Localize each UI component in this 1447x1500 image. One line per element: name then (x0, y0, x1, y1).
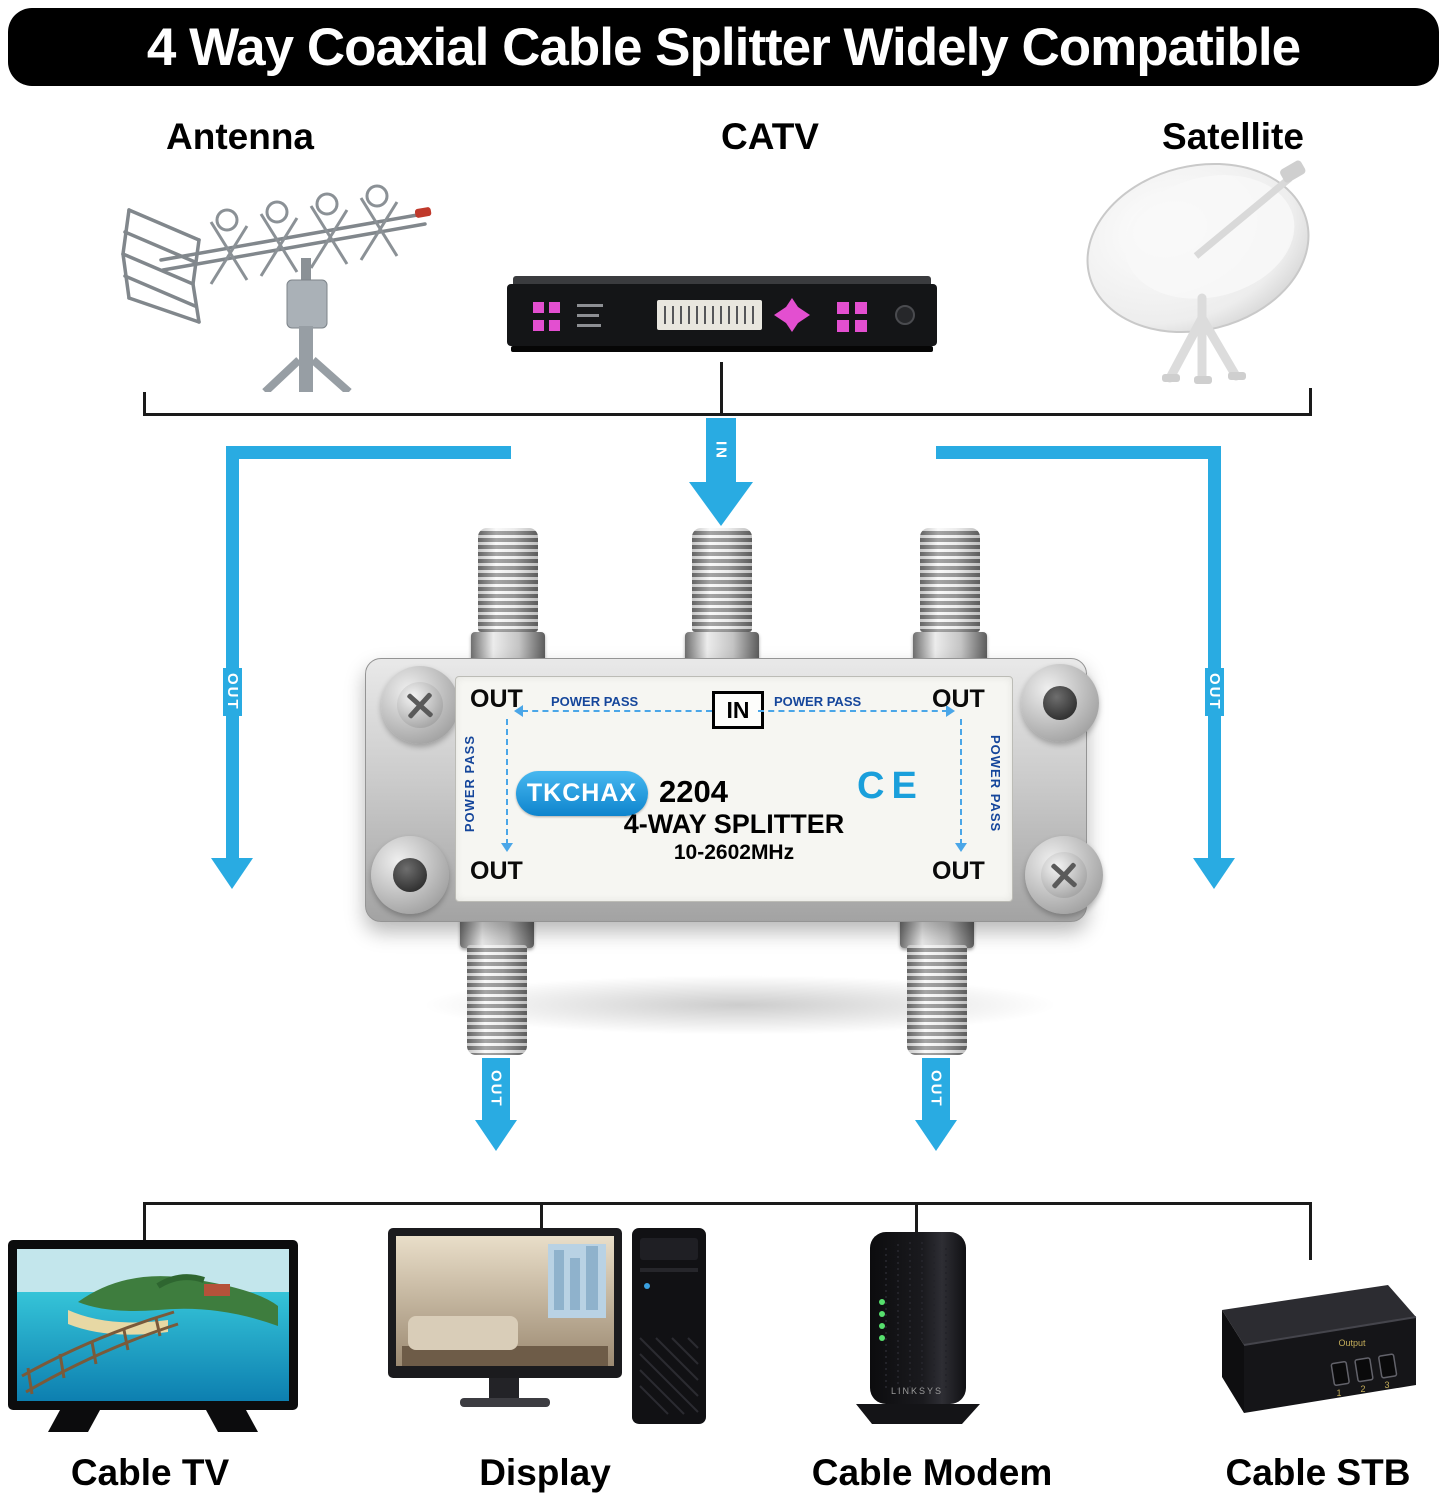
out-arrow-bottom-right-head (915, 1120, 957, 1151)
brand-logo: TKCHAX (516, 771, 648, 816)
display-image (388, 1228, 708, 1428)
catv-label: CATV (721, 116, 819, 157)
connector-line-bottom (143, 1202, 1312, 1205)
page-title: 4 Way Coaxial Cable Splitter Widely Comp… (146, 17, 1301, 77)
splitter-label-panel: OUT POWER PASS IN POWER PASS OUT POWER P… (455, 676, 1013, 902)
out-arrow-left-label: OUT (223, 668, 242, 716)
connector-line-antenna (143, 392, 146, 416)
title-banner: 4 Way Coaxial Cable Splitter Widely Comp… (8, 8, 1439, 86)
circuit-arrow-icon (946, 705, 955, 717)
stb-port-number: 2 (1360, 1384, 1366, 1394)
circuit-line (522, 710, 712, 712)
splitter-device: OUT POWER PASS IN POWER PASS OUT POWER P… (365, 528, 1103, 1055)
out-flow-right-horizontal (936, 446, 1221, 459)
circuit-arrow-icon (955, 843, 967, 852)
splitter-port-in (685, 528, 759, 664)
splitter-port-out-top-left (471, 528, 545, 664)
circuit-line (506, 719, 508, 845)
cable-tv-image (8, 1240, 298, 1435)
in-arrow-head (689, 482, 753, 526)
display-label: Display (479, 1452, 611, 1493)
splitter-port-out-top-right (913, 528, 987, 664)
cable-modem-label: Cable Modem (811, 1452, 1053, 1493)
catv-image (507, 262, 937, 362)
out-flow-left-horizontal (226, 446, 511, 459)
satellite-image (1078, 148, 1338, 388)
splitter-out-label-top-right: OUT (932, 685, 985, 713)
cable-tv-label: Cable TV (70, 1452, 230, 1493)
splitter-out-label-bottom-right: OUT (932, 857, 985, 885)
cable-stb-label: Cable STB (1225, 1452, 1411, 1493)
out-arrow-bottom-left: OUT (482, 1058, 510, 1120)
out-flow-right-vertical (1208, 446, 1221, 860)
antenna-label: Antenna (166, 116, 314, 157)
out-flow-right-label-wrap: OUT (1201, 668, 1228, 716)
circuit-line (758, 710, 948, 712)
out-flow-right-head (1193, 858, 1235, 889)
cable-modem-image (812, 1228, 1012, 1428)
mounting-hole-icon (1043, 686, 1077, 720)
splitter-port-out-bottom-left (460, 916, 534, 1055)
out-flow-left-head (211, 858, 253, 889)
stb-output-text: Output (1338, 1338, 1366, 1348)
connector-line-cable-tv (143, 1202, 146, 1242)
splitter-in-label: IN (712, 691, 764, 729)
stb-port-number: 1 (1336, 1388, 1342, 1398)
cable-stb-image (1192, 1255, 1422, 1420)
out-arrow-bottom-right: OUT (922, 1058, 950, 1120)
splitter-name: 4-WAY SPLITTER (623, 809, 845, 839)
splitter-out-label-top-left: OUT (470, 685, 523, 713)
splitter-port-out-bottom-right (900, 916, 974, 1055)
satellite-label: Satellite (1162, 116, 1304, 157)
splitter-out-label-bottom-left: OUT (470, 857, 523, 885)
connector-line-cable-stb (1309, 1202, 1312, 1260)
screw-icon (397, 682, 443, 728)
model-number: 2204 (659, 774, 728, 809)
in-arrow-label: IN (711, 435, 731, 465)
out-arrow-bottom-left-head (475, 1120, 517, 1151)
screw-icon (1041, 852, 1087, 898)
out-arrow-right-label: OUT (1205, 668, 1224, 716)
stb-port-number: 3 (1384, 1380, 1390, 1390)
in-arrow: IN (706, 418, 736, 482)
power-pass-label-right: POWER PASS (988, 735, 1003, 833)
mounting-hole-icon (393, 858, 427, 892)
modem-brand-text: LINKSYS (890, 1386, 944, 1396)
connector-line-top (143, 413, 1312, 416)
circuit-arrow-icon (501, 843, 513, 852)
antenna-image (115, 162, 445, 392)
ce-mark: CE (857, 765, 924, 807)
mounting-ear-bottom-left (371, 836, 449, 914)
connector-line-display (540, 1202, 543, 1230)
out-arrow-bottom-left-label: OUT (486, 1065, 506, 1113)
mounting-ear-top-left (381, 666, 459, 744)
out-flow-left-vertical (226, 446, 239, 860)
power-pass-label-top-right: POWER PASS (774, 694, 862, 709)
circuit-line (960, 719, 962, 845)
out-flow-left-label-wrap: OUT (219, 668, 246, 716)
power-pass-label-top-left: POWER PASS (551, 694, 639, 709)
connector-line-catv (720, 362, 723, 416)
splitter-frequency: 10-2602MHz (673, 841, 795, 864)
mounting-ear-bottom-right (1025, 836, 1103, 914)
circuit-arrow-icon (514, 705, 523, 717)
mounting-ear-top-right (1021, 664, 1099, 742)
connector-line-satellite (1309, 388, 1312, 416)
connector-line-cable-modem (915, 1202, 918, 1234)
out-arrow-bottom-right-label: OUT (926, 1065, 946, 1113)
